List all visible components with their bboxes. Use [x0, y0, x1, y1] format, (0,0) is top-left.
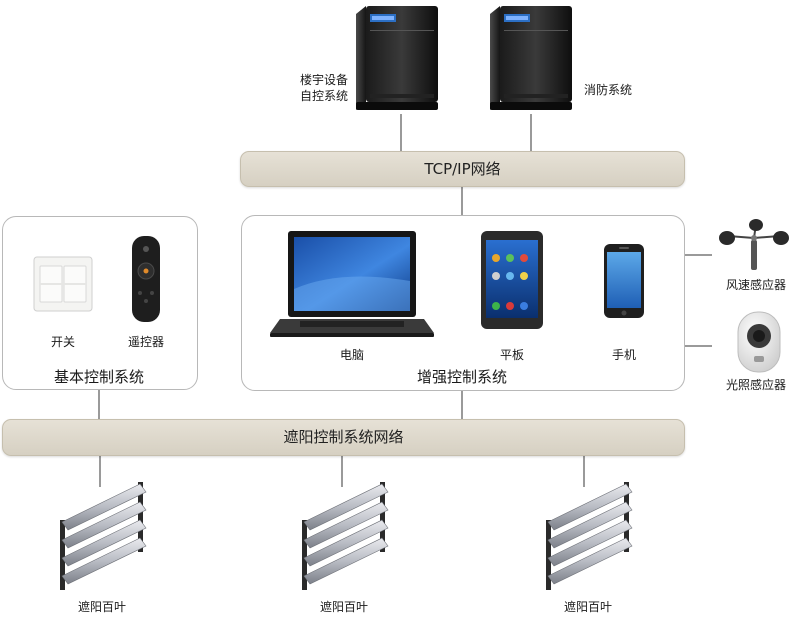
tablet-label: 平板 — [499, 348, 524, 362]
louver-blind-icon-3 — [542, 480, 634, 592]
enhanced-to-shading-connector — [461, 390, 463, 420]
light-sensor-connector — [684, 345, 712, 347]
tcpip-network-bar: TCP/IP网络 — [240, 151, 685, 187]
wind-sensor-label: 风速感应器 — [725, 278, 786, 292]
wall-switch-icon — [33, 256, 93, 312]
blind-label-1: 遮阳百叶 — [77, 600, 126, 614]
blind-3-connector — [583, 455, 585, 487]
blind-label-3: 遮阳百叶 — [563, 600, 612, 614]
wind-sensor-connector — [684, 254, 712, 256]
basic-to-shading-connector — [98, 390, 100, 420]
bas-server-icon — [352, 4, 442, 112]
tcpip-to-enhanced-connector — [461, 186, 463, 216]
bas-label-line-2: 自控系统 — [299, 89, 348, 103]
phone-label: 手机 — [611, 348, 636, 362]
bas-label-line-1: 楼宇设备 — [299, 73, 348, 87]
remote-control-icon — [129, 235, 163, 323]
louver-blind-icon-1 — [56, 480, 148, 592]
smartphone-icon — [603, 243, 645, 319]
switch-label: 开关 — [50, 335, 75, 349]
blind-2-connector — [341, 455, 343, 487]
server-fire-connector — [530, 114, 532, 152]
tablet-icon — [480, 230, 544, 330]
blind-label-2: 遮阳百叶 — [319, 600, 368, 614]
basic-control-title: 基本控制系统 — [53, 368, 144, 386]
blind-1-connector — [99, 455, 101, 487]
enhanced-control-title: 增强控制系统 — [416, 368, 507, 386]
anemometer-icon — [718, 218, 790, 272]
louver-blind-icon-2 — [298, 480, 390, 592]
fire-server-icon — [486, 4, 576, 112]
shading-network-bar: 遮阳控制系统网络 — [2, 419, 685, 456]
server-bas-connector — [400, 114, 402, 152]
remote-label: 遥控器 — [127, 335, 164, 349]
light-sensor-label: 光照感应器 — [725, 378, 786, 392]
pc-label: 电脑 — [339, 348, 364, 362]
laptop-icon — [270, 229, 434, 341]
light-sensor-icon — [734, 310, 784, 374]
fire-server-label: 消防系统 — [584, 83, 633, 97]
bas-server-label: 楼宇设备 自控系统 — [284, 72, 348, 104]
basic-control-panel — [2, 216, 198, 390]
